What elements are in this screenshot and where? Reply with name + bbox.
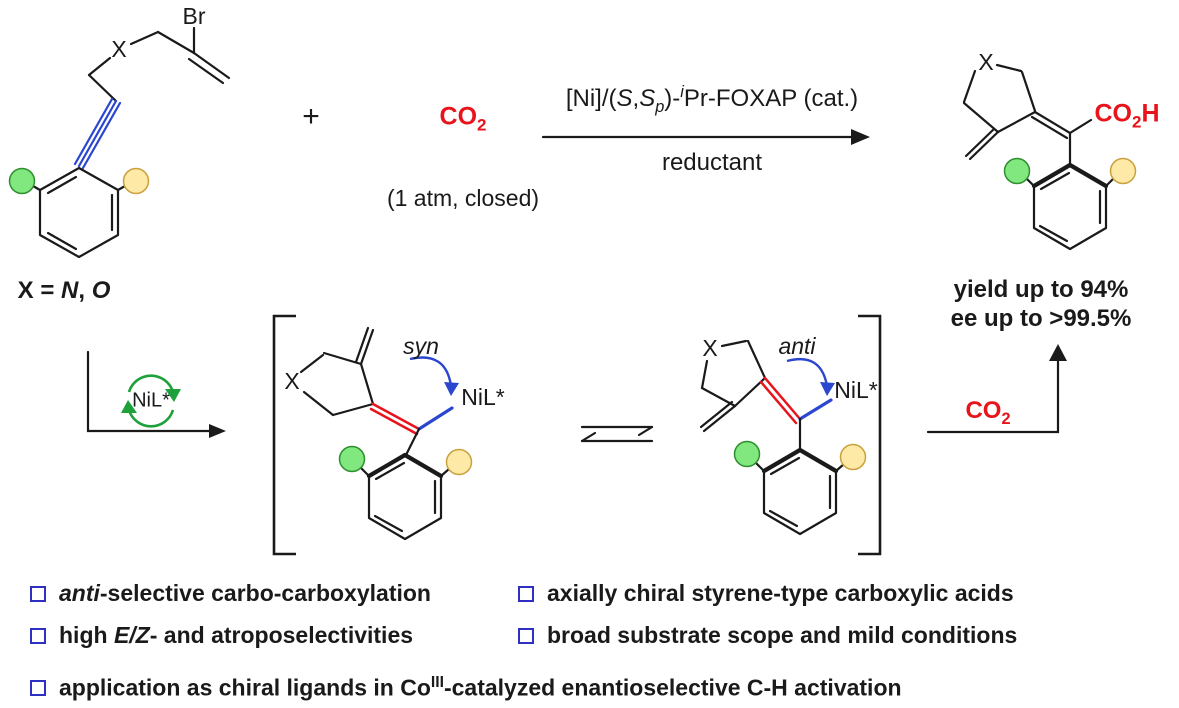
pressure-note: (1 atm, closed) (386, 184, 540, 211)
bullet-text: broad substrate scope and mild condition… (547, 622, 1018, 648)
bullet-selectivities: high E/Z- and atroposelectivities (30, 622, 413, 649)
yellow-substituent-ball (1109, 157, 1137, 185)
checkbox-icon (518, 585, 534, 602)
yellow-substituent-ball (839, 443, 867, 471)
bullet-text: anti-selective carbo-carboxylation (59, 580, 431, 606)
catalyst-cycle-path (86, 350, 226, 438)
x-definition: X = N, O (17, 277, 111, 305)
nil-cycle-label: NiL* (132, 389, 170, 412)
bullet-text: application as chiral ligands in CoIII-c… (59, 674, 902, 701)
right-bracket (858, 314, 882, 556)
yield-text: yield up to 94% (953, 276, 1129, 304)
bullet-axially-chiral: axially chiral styrene-type carboxylic a… (518, 580, 1014, 607)
anti-intermediate-structure (699, 339, 867, 536)
left-bracket (272, 314, 296, 556)
substrate-x-label: X (111, 35, 127, 62)
ee-text: ee up to >99.5% (950, 305, 1132, 333)
product-x-label: X (978, 48, 994, 75)
syn-intermediate-structure (299, 326, 473, 541)
plus-sign: + (302, 99, 320, 133)
alkyne-triple-bond (73, 97, 122, 170)
yellow-substituent-ball (122, 167, 150, 195)
co2h-label: CO2H (1094, 99, 1160, 132)
bullet-text: high E/Z- and atroposelectivities (59, 622, 414, 648)
nil-cycle-icon (121, 374, 181, 428)
anti-nil-label: NiL* (834, 376, 878, 403)
green-substituent-ball (733, 440, 761, 468)
catalyst-label: [Ni]/(S,Sp)-iPr-FOXAP (cat.) (565, 83, 859, 117)
green-substituent-ball (338, 445, 366, 473)
equilibrium-arrows (580, 425, 654, 443)
yellow-substituent-ball (445, 448, 473, 476)
bullet-application: application as chiral ligands in CoIII-c… (30, 674, 902, 702)
rotation-arrow-anti (786, 357, 829, 387)
rotation-arrow-syn (409, 356, 453, 387)
checkbox-icon (30, 627, 46, 644)
product-structure (962, 63, 1137, 251)
checkbox-icon (30, 585, 46, 602)
reductant-label: reductant (661, 149, 763, 177)
checkbox-icon (30, 679, 46, 696)
substrate-structure (8, 26, 231, 259)
checkbox-icon (518, 627, 534, 644)
co2-reagent-label: CO2 (439, 102, 487, 135)
green-substituent-ball (1003, 157, 1031, 185)
bullet-text: axially chiral styrene-type carboxylic a… (547, 580, 1014, 606)
reaction-arrow (541, 129, 870, 145)
bullet-anti-selective: anti-selective carbo-carboxylation (30, 580, 431, 607)
syn-nil-label: NiL* (461, 383, 505, 410)
syn-x-label: X (284, 367, 300, 394)
co2-insertion-arrow (926, 344, 1067, 434)
br-label: Br (182, 2, 206, 29)
anti-label: anti (778, 332, 816, 359)
bullet-substrate-scope: broad substrate scope and mild condition… (518, 622, 1017, 649)
syn-label: syn (403, 332, 439, 359)
green-substituent-ball (8, 167, 36, 195)
anti-x-label: X (702, 334, 718, 361)
co2-arrow-label: CO2 (965, 397, 1011, 429)
